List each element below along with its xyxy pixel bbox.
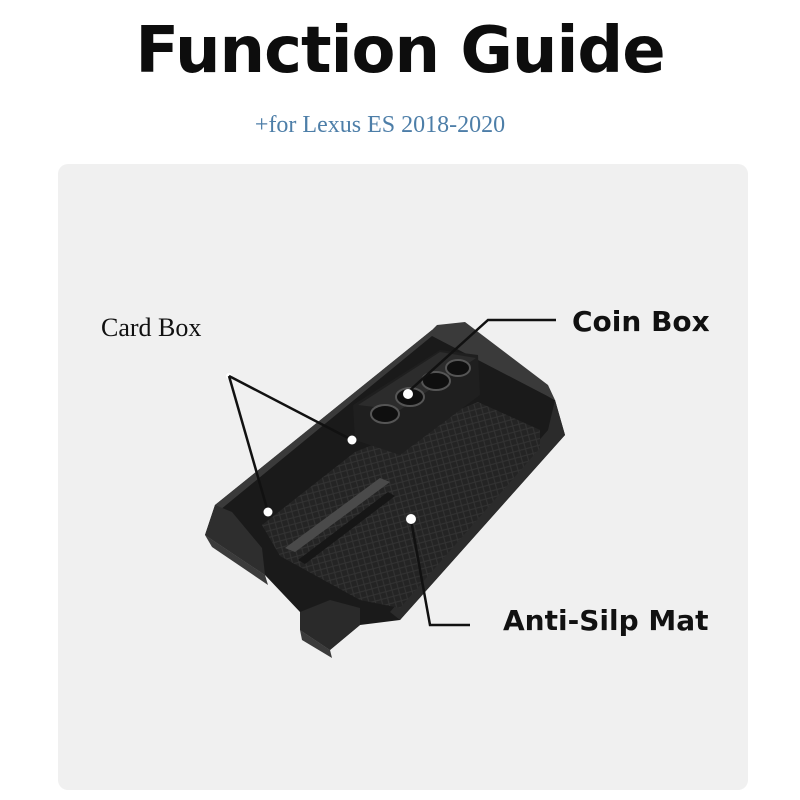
anti-slip-mat bbox=[262, 402, 540, 608]
coin-box-label: Coin Box bbox=[572, 305, 710, 338]
card-box-label: Card Box bbox=[101, 313, 202, 342]
anti-slip-mat-label: Anti-Silp Mat bbox=[503, 604, 709, 637]
callout-lines bbox=[226, 318, 556, 627]
page-subtitle: +for Lexus ES 2018-2020 bbox=[254, 112, 506, 138]
page-title: Function Guide bbox=[135, 14, 665, 88]
coin-box-unit bbox=[353, 350, 480, 455]
